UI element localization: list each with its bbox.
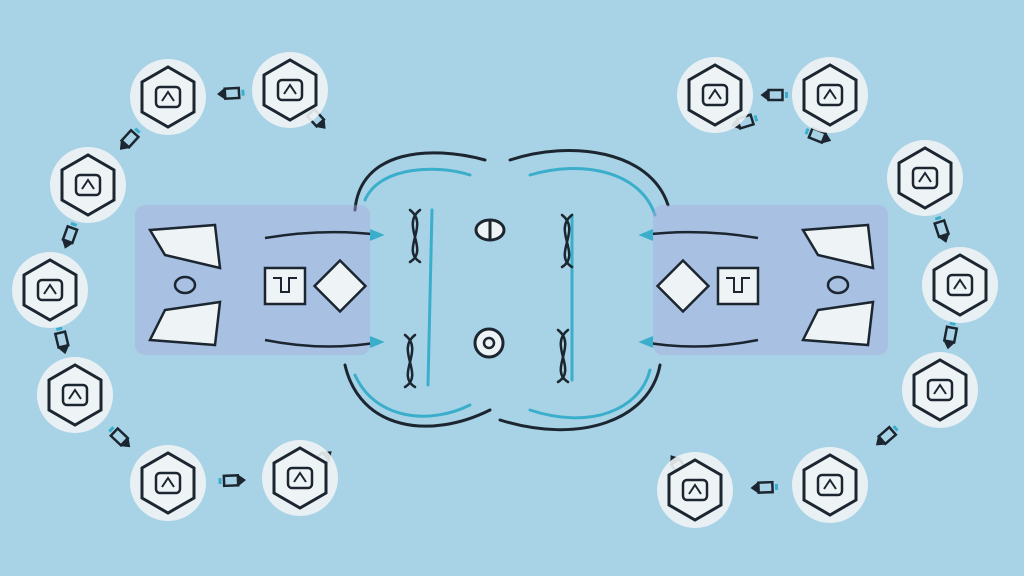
node-glyph-icon bbox=[816, 83, 844, 107]
arc-top-right bbox=[508, 149, 670, 207]
node-glyph-icon bbox=[36, 278, 64, 302]
document-icon bbox=[147, 223, 222, 270]
left-node-tool-icon[interactable] bbox=[12, 252, 88, 328]
right-node-puzzle-icon[interactable] bbox=[792, 57, 868, 133]
document-icon bbox=[148, 300, 222, 347]
node-glyph-icon bbox=[61, 383, 89, 407]
node-glyph-icon bbox=[816, 473, 844, 497]
node-glyph-icon bbox=[946, 273, 974, 297]
node-glyph-icon bbox=[286, 466, 314, 490]
arc-top-left bbox=[353, 151, 487, 212]
chip-icon bbox=[655, 258, 711, 314]
right-process-panel bbox=[638, 205, 888, 355]
flow-arrow bbox=[217, 86, 245, 101]
left-node-glyph-icon[interactable] bbox=[130, 59, 206, 135]
node-glyph-icon bbox=[701, 83, 729, 107]
flow-arrow bbox=[760, 88, 788, 102]
arc-inner-bl bbox=[353, 373, 472, 418]
node-glyph-icon bbox=[681, 478, 709, 502]
right-node-heart-icon[interactable] bbox=[657, 452, 733, 528]
arc-bottom-right bbox=[498, 363, 662, 432]
right-node-plant-icon[interactable] bbox=[922, 247, 998, 323]
flow-arrow bbox=[108, 426, 131, 448]
left-node-hammer-icon[interactable] bbox=[262, 440, 338, 516]
document-icon bbox=[801, 300, 875, 347]
central-hub bbox=[343, 149, 670, 432]
arc-inner-br bbox=[528, 368, 652, 420]
circuit-board-icon bbox=[263, 266, 307, 306]
right-node-figure-icon[interactable] bbox=[677, 57, 753, 133]
arc-bottom-left bbox=[343, 363, 492, 428]
arc-inner-tr bbox=[528, 167, 657, 217]
connector-line bbox=[642, 230, 759, 240]
divider-left bbox=[426, 208, 434, 387]
circuit-board-icon bbox=[716, 266, 760, 306]
right-node-machine-icon[interactable] bbox=[792, 447, 868, 523]
right-node-chart-icon[interactable] bbox=[887, 140, 963, 216]
left-node-screen-icon[interactable] bbox=[37, 357, 113, 433]
node-glyph-icon bbox=[911, 166, 939, 190]
connector-line bbox=[264, 230, 381, 240]
node-glyph-icon bbox=[926, 378, 954, 402]
lens-icon bbox=[173, 275, 197, 295]
node-glyph-icon bbox=[154, 85, 182, 109]
flow-arrow bbox=[933, 215, 951, 243]
flow-arrow bbox=[875, 425, 899, 446]
connector-line bbox=[642, 338, 759, 348]
dna-twist-icons bbox=[403, 208, 574, 389]
lens-icon bbox=[826, 275, 850, 295]
arc-inner-tl bbox=[363, 167, 472, 202]
left-node-swirl-icon[interactable] bbox=[50, 147, 126, 223]
flow-arrow bbox=[61, 221, 79, 249]
flow-arrow bbox=[218, 474, 246, 488]
left-process-panel bbox=[135, 205, 385, 355]
node-glyph-icon bbox=[276, 78, 304, 102]
document-icon bbox=[800, 223, 875, 270]
left-node-gear-icon[interactable] bbox=[252, 52, 328, 128]
flow-arrow bbox=[119, 127, 141, 150]
ring-icon bbox=[473, 327, 505, 359]
flow-arrow bbox=[53, 326, 70, 355]
connector-line bbox=[264, 338, 381, 348]
flow-arrow bbox=[750, 480, 779, 494]
chip-icon bbox=[312, 258, 368, 314]
flow-arrow bbox=[942, 321, 959, 350]
left-node-box-icon[interactable] bbox=[130, 445, 206, 521]
node-glyph-icon bbox=[154, 471, 182, 495]
node-glyph-icon bbox=[74, 173, 102, 197]
right-node-book-icon[interactable] bbox=[902, 352, 978, 428]
